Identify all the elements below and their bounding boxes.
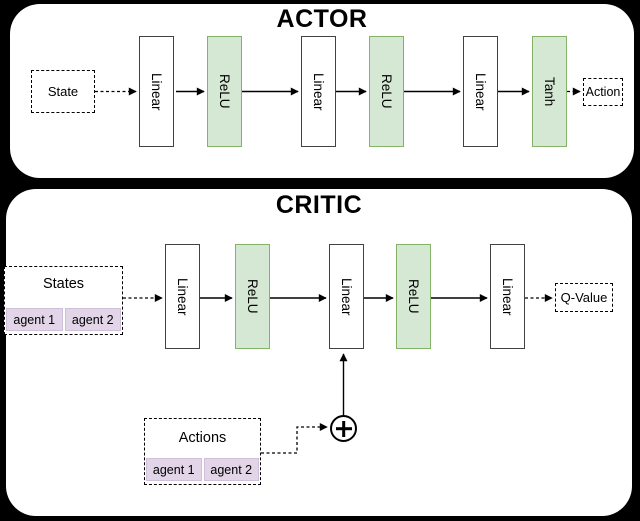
actor-layer-linear-1-label: Linear	[149, 72, 164, 111]
circled-plus-icon	[330, 415, 357, 442]
critic-layer-linear-3: Linear	[490, 244, 525, 349]
actor-layer-tanh-label: Tanh	[542, 76, 557, 107]
qvalue-output-box: Q-Value	[555, 283, 613, 312]
actor-layer-linear-1: Linear	[139, 36, 174, 147]
actor-layer-linear-2: Linear	[301, 36, 336, 147]
actor-layer-tanh: Tanh	[532, 36, 567, 147]
critic-layer-relu-2: ReLU	[396, 244, 431, 349]
critic-layer-linear-1-label: Linear	[175, 277, 190, 316]
actor-layer-linear-2-label: Linear	[311, 72, 326, 111]
critic-layer-linear-2-label: Linear	[339, 277, 354, 316]
critic-title: CRITIC	[275, 191, 363, 219]
actor-title: ACTOR	[276, 5, 368, 33]
actor-layer-relu-1: ReLU	[207, 36, 242, 147]
state-input-label: State	[47, 84, 79, 99]
states-agent-cells: agent 1 agent 2	[6, 308, 121, 331]
actor-layer-relu-2: ReLU	[369, 36, 404, 147]
critic-layer-relu-2-label: ReLU	[406, 279, 421, 314]
critic-layer-relu-1: ReLU	[235, 244, 270, 349]
critic-layer-linear-1: Linear	[165, 244, 200, 349]
states-agent-cell-2: agent 2	[64, 308, 121, 331]
qvalue-output-label: Q-Value	[560, 290, 608, 305]
critic-layer-linear-2: Linear	[329, 244, 364, 349]
action-output-label: Action	[585, 85, 621, 99]
action-output-box: Action	[583, 78, 623, 106]
actor-layer-relu-1-label: ReLU	[217, 74, 232, 109]
critic-layer-relu-1-label: ReLU	[245, 279, 260, 314]
states-agent-cell-1: agent 1	[6, 308, 63, 331]
critic-layer-linear-3-label: Linear	[500, 277, 515, 316]
actor-layer-linear-3-label: Linear	[473, 72, 488, 111]
actor-layer-relu-2-label: ReLU	[379, 74, 394, 109]
actions-input-group: Actions agent 1 agent 2	[144, 418, 261, 485]
actions-label: Actions	[178, 430, 227, 446]
state-input-box: State	[31, 70, 95, 113]
actions-agent-cell-2: agent 2	[203, 458, 259, 481]
actions-agent-cell-1: agent 1	[146, 458, 202, 481]
states-label: States	[42, 276, 85, 292]
actor-layer-linear-3: Linear	[463, 36, 498, 147]
states-input-group: States agent 1 agent 2	[4, 266, 123, 335]
actions-agent-cells: agent 1 agent 2	[146, 458, 259, 481]
critic-panel	[6, 189, 632, 516]
